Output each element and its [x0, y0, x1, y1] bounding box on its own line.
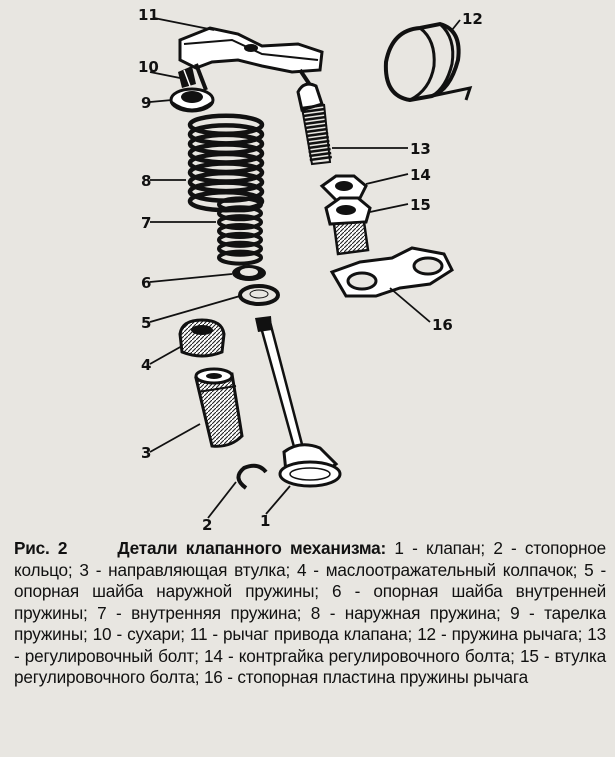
- callout-12: 12: [462, 10, 483, 28]
- figure-title: Детали клапанного механизма:: [117, 538, 387, 558]
- figure-caption: Рис. 2 Детали клапанного механизма: 1 - …: [14, 538, 606, 689]
- lock-nut-part: [319, 174, 368, 202]
- callout-7: 7: [141, 214, 151, 232]
- callout-14: 14: [410, 166, 431, 184]
- valve-mechanism-diagram: 11 10 9 8 7 6 5 4 3 2 1 12 13 14 15 16: [138, 6, 483, 530]
- inner-spring-washer-part: [232, 265, 266, 281]
- callout-16: 16: [432, 316, 453, 334]
- callout-9: 9: [141, 94, 151, 112]
- callout-1: 1: [260, 512, 270, 530]
- outer-spring-part: [187, 113, 265, 213]
- retaining-ring-part: [236, 463, 268, 490]
- callout-15: 15: [410, 196, 431, 214]
- rocker-arm-part: [178, 26, 324, 91]
- callout-10: 10: [138, 58, 159, 76]
- valve-guide-part: [194, 367, 244, 448]
- figure-label: Рис. 2: [14, 538, 68, 558]
- valve-keepers-part: [178, 66, 196, 88]
- retaining-plate-part: [329, 246, 454, 298]
- adjusting-bolt-part: [296, 82, 332, 166]
- callout-4: 4: [141, 356, 151, 374]
- oil-deflector-cap-part: [178, 318, 226, 358]
- figure-parts-list: 1 - клапан; 2 - стопорное кольцо; 3 - на…: [14, 538, 606, 687]
- callout-8: 8: [141, 172, 151, 190]
- valve-part: [255, 316, 342, 488]
- callout-6: 6: [141, 274, 151, 292]
- callout-5: 5: [141, 314, 151, 332]
- outer-spring-washer-part: [238, 284, 280, 306]
- rocker-spring-part: [383, 21, 473, 103]
- callout-3: 3: [141, 444, 151, 462]
- callout-11: 11: [138, 6, 159, 24]
- callout-2: 2: [202, 516, 212, 530]
- leader-lines: [149, 17, 461, 519]
- spring-plate-part: [169, 87, 215, 113]
- inner-spring-part: [217, 196, 263, 266]
- callout-13: 13: [410, 140, 431, 158]
- bolt-bushing-part: [324, 196, 372, 256]
- callout-labels: 11 10 9 8 7 6 5 4 3 2 1 12 13 14 15 16: [138, 6, 483, 530]
